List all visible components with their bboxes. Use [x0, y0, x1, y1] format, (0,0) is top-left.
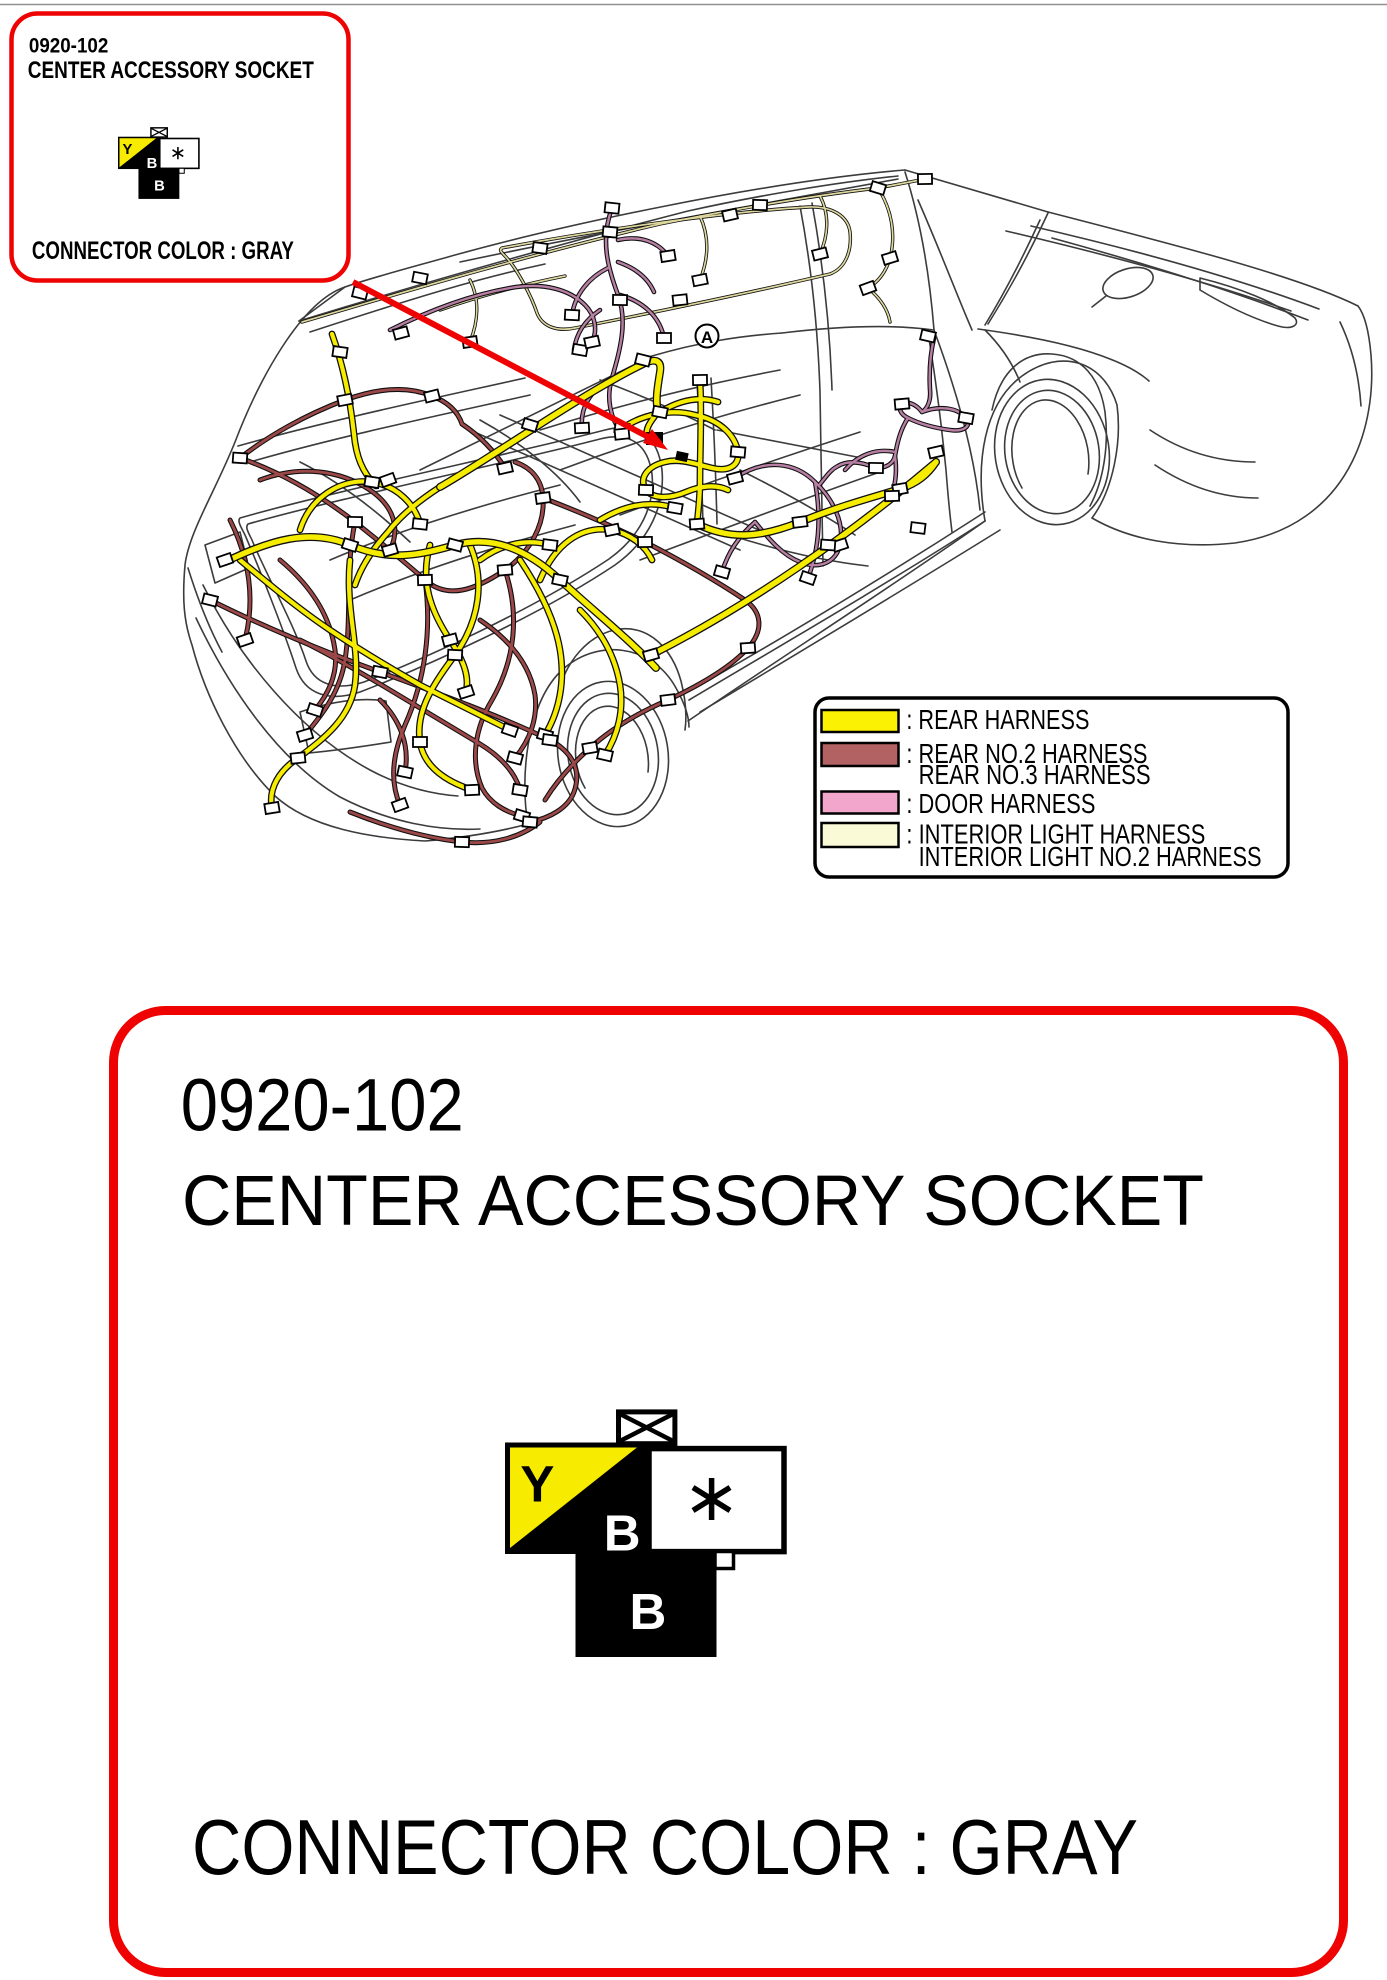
svg-text:: REAR NO.2 HARNESS: : REAR NO.2 HARNESS: [906, 738, 1147, 769]
svg-text:0920-102: 0920-102: [181, 1064, 464, 1147]
svg-text:: REAR HARNESS: : REAR HARNESS: [906, 704, 1089, 735]
svg-text:INTERIOR LIGHT NO.2 HARNESS: INTERIOR LIGHT NO.2 HARNESS: [919, 841, 1262, 872]
svg-text:CENTER ACCESSORY SOCKET: CENTER ACCESSORY SOCKET: [182, 1162, 1204, 1241]
svg-text:: INTERIOR LIGHT HARNESS: : INTERIOR LIGHT HARNESS: [906, 819, 1205, 850]
svg-text:CENTER ACCESSORY SOCKET: CENTER ACCESSORY SOCKET: [28, 57, 314, 84]
svg-text:: DOOR HARNESS: : DOOR HARNESS: [906, 788, 1095, 819]
svg-text:CONNECTOR COLOR : GRAY: CONNECTOR COLOR : GRAY: [32, 237, 294, 265]
svg-text:A: A: [701, 328, 713, 347]
svg-text:CONNECTOR COLOR : GRAY: CONNECTOR COLOR : GRAY: [192, 1803, 1138, 1891]
svg-text:0920-102: 0920-102: [29, 34, 108, 57]
svg-text:REAR NO.3 HARNESS: REAR NO.3 HARNESS: [919, 759, 1151, 790]
